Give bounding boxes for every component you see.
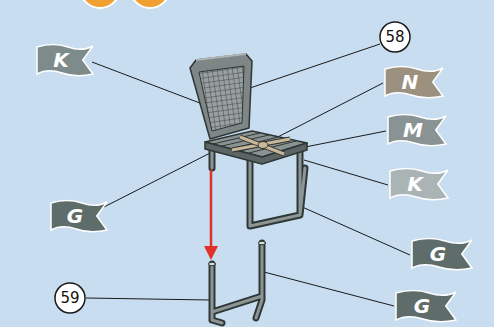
part-flag: K	[36, 44, 94, 76]
callout-number: 59	[54, 289, 86, 307]
flag-outline	[390, 169, 448, 200]
assembly-arrow	[204, 170, 218, 260]
circle-outline	[380, 22, 410, 52]
part-letter: M	[387, 118, 447, 142]
part-flag: G	[411, 238, 473, 270]
circle-outline	[55, 283, 85, 313]
part-letter: G	[50, 204, 108, 228]
part-letter: K	[389, 172, 449, 196]
leader-lines	[86, 44, 410, 306]
part-flag: N	[384, 66, 444, 98]
part-flag: M	[387, 114, 447, 146]
part-letter: K	[36, 48, 94, 72]
part-letter: G	[395, 294, 457, 318]
callout-number: 58	[379, 28, 411, 46]
flag-outline	[396, 291, 456, 322]
leg-frame-59	[209, 241, 266, 323]
flag-outline	[388, 115, 446, 146]
part-flag: G	[50, 200, 108, 232]
part-flag: G	[395, 290, 457, 322]
callout-circle: 59	[54, 282, 86, 314]
flag-outline	[412, 239, 472, 270]
part-flag: K	[389, 168, 449, 200]
callout-circle: 58	[379, 21, 411, 53]
chair-part-58	[190, 54, 307, 226]
flag-outline	[51, 201, 107, 232]
flag-outline	[385, 67, 443, 98]
part-letter: N	[384, 70, 444, 94]
part-letter: G	[411, 242, 473, 266]
orange-disc	[80, 0, 120, 8]
orange-disc	[130, 0, 170, 8]
flag-outline	[37, 45, 93, 76]
